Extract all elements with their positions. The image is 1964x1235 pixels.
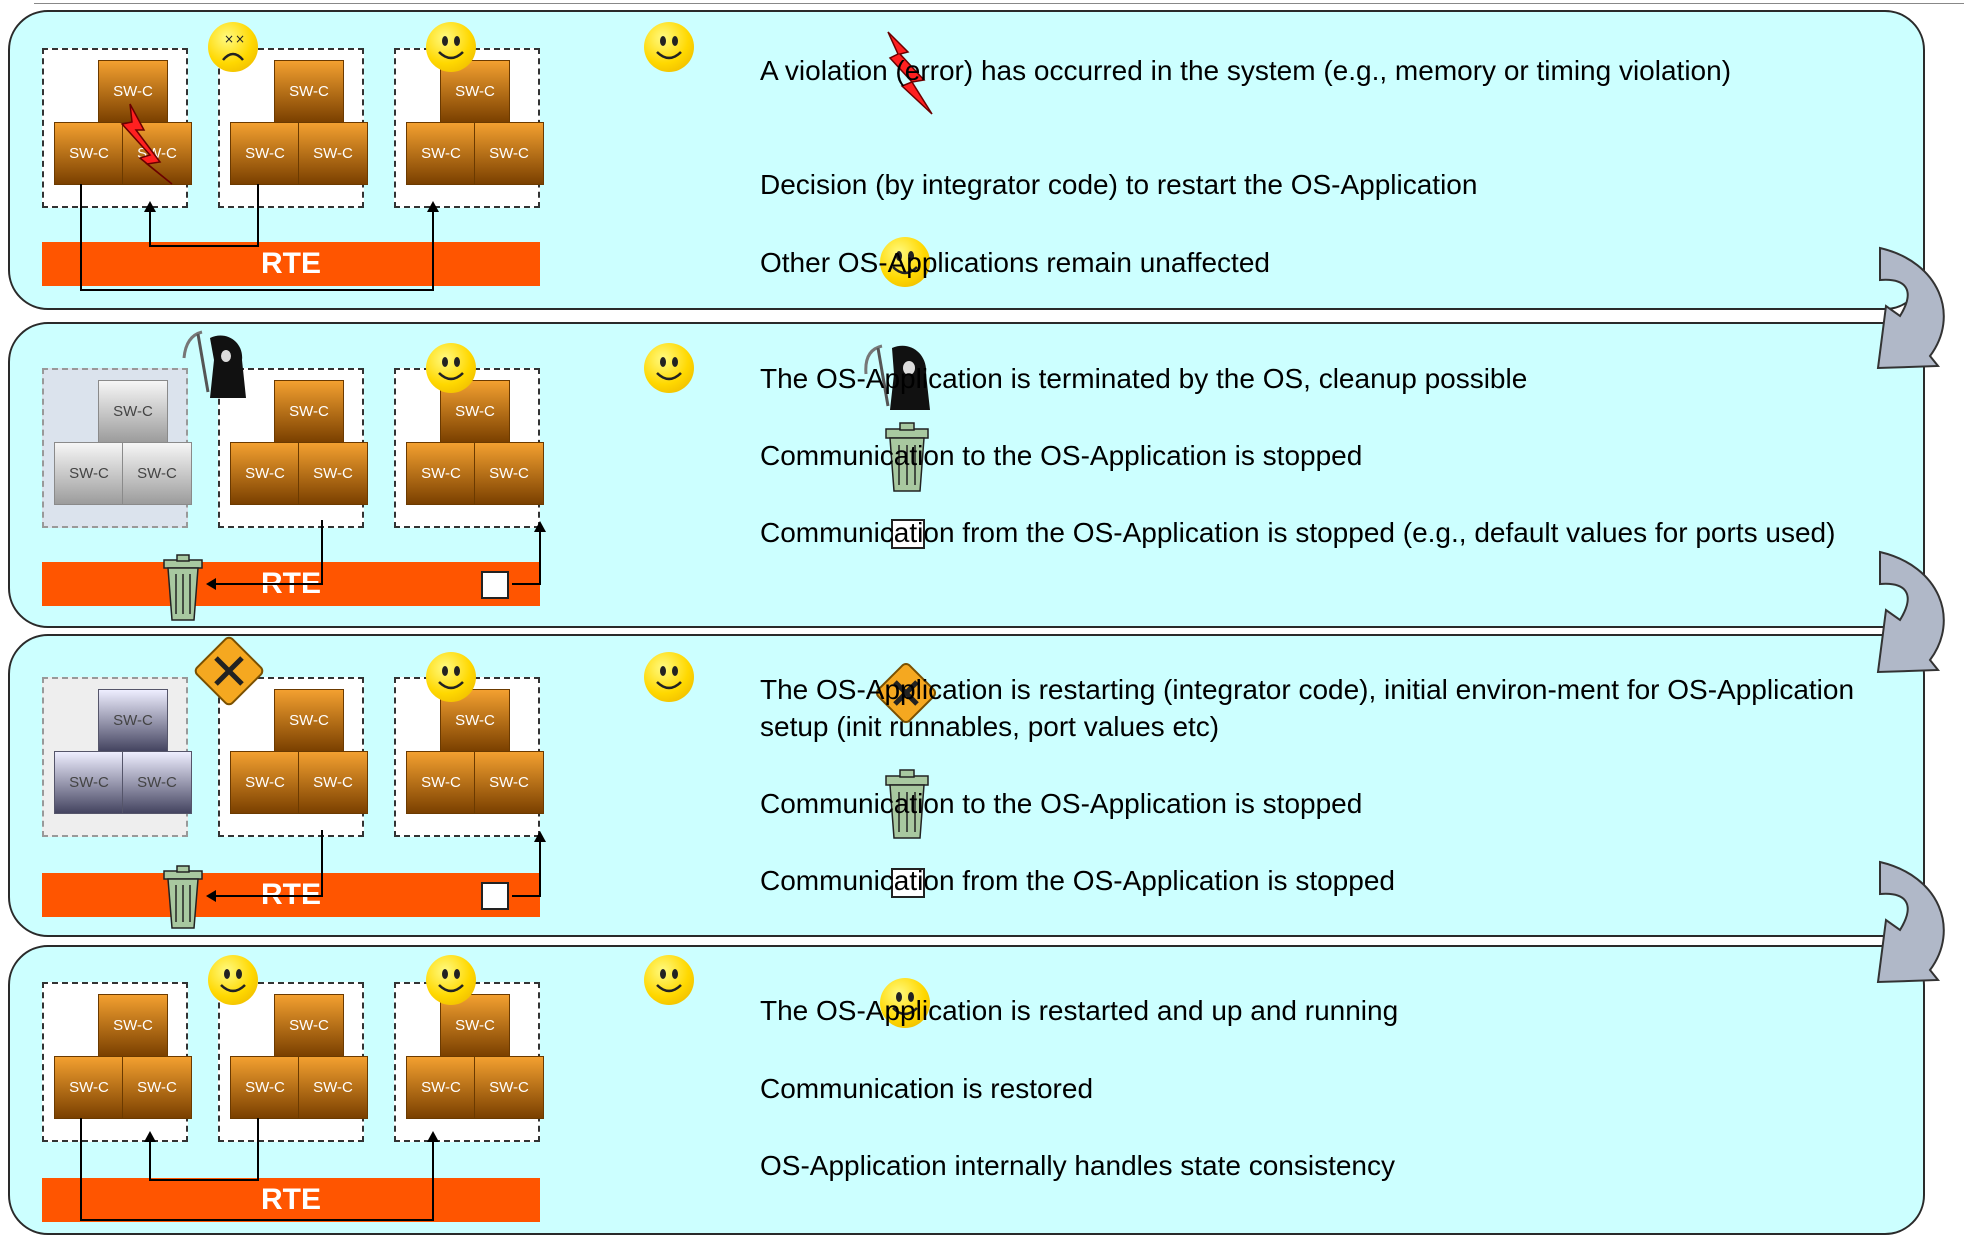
swc-block: SW-C <box>230 442 300 505</box>
smiley-icon <box>426 955 476 1005</box>
empty-box-icon <box>891 868 925 898</box>
lightning-icon <box>887 31 933 115</box>
smiley-icon <box>880 237 930 287</box>
trash-can-icon <box>885 422 929 492</box>
svg-text:×: × <box>235 32 245 46</box>
swc-block: SW-C <box>298 1056 368 1119</box>
empty-box-icon <box>891 519 925 549</box>
smiley-icon <box>644 22 694 72</box>
os-application: SW-C SW-C SW-C <box>218 677 368 837</box>
os-application: SW-C SW-C SW-C <box>218 982 368 1142</box>
swc-block: SW-C <box>98 689 168 752</box>
swc-block: SW-C <box>406 1056 476 1119</box>
swc-block: SW-C <box>298 751 368 814</box>
panel2-text-3: Communication from the OS-Application is… <box>760 517 1836 548</box>
top-rule <box>34 3 1964 4</box>
swc-block: SW-C <box>54 1056 124 1119</box>
transition-arrow-icon <box>1876 550 1945 674</box>
svg-text:×: × <box>224 32 234 46</box>
panel1-text-2: Decision (by integrator code) to restart… <box>760 169 1478 200</box>
os-application-restarting: SW-C SW-C SW-C <box>42 677 192 837</box>
default-value-box <box>481 882 509 910</box>
grim-reaper-icon <box>864 344 930 410</box>
os-application: SW-C SW-C SW-C <box>394 48 544 208</box>
panel3-text-1: The OS-Application is restarting (integr… <box>760 674 1855 742</box>
swc-block: SW-C <box>474 751 544 814</box>
swc-block: SW-C <box>298 442 368 505</box>
os-application-restored: SW-C SW-C SW-C <box>42 982 192 1142</box>
swc-block: SW-C <box>406 122 476 185</box>
swc-block: SW-C <box>98 380 168 443</box>
swc-block: SW-C <box>122 1056 192 1119</box>
os-application: SW-C SW-C SW-C <box>394 368 544 528</box>
transition-arrow-icon <box>1876 246 1945 370</box>
swc-block: SW-C <box>274 689 344 752</box>
panel4-text-1: The OS-Application is restarted and up a… <box>760 995 1399 1026</box>
dizzy-face-icon: ×× <box>208 22 258 72</box>
grim-reaper-icon <box>182 330 246 398</box>
smiley-icon <box>644 343 694 393</box>
rte-bar: RTE <box>42 1178 540 1222</box>
transition-arrow-icon <box>1876 860 1945 984</box>
swc-block: SW-C <box>474 1056 544 1119</box>
swc-block: SW-C <box>406 442 476 505</box>
default-value-box <box>481 571 509 599</box>
swc-block: SW-C <box>474 122 544 185</box>
smiley-icon <box>880 978 930 1028</box>
swc-block: SW-C <box>230 751 300 814</box>
tools-warning-icon <box>875 662 937 724</box>
os-application: SW-C SW-C SW-C <box>218 48 368 208</box>
smiley-icon <box>426 652 476 702</box>
smiley-icon <box>208 955 258 1005</box>
smiley-icon <box>644 955 694 1005</box>
panel4-text-3: OS-Application internally handles state … <box>760 1150 1396 1181</box>
smiley-icon <box>426 22 476 72</box>
trash-can-icon <box>163 865 203 929</box>
panel1-text-3: Other OS-Applications remain unaffected <box>760 247 1270 278</box>
panel2-text-2: Communication to the OS-Application is s… <box>760 440 1363 471</box>
trash-can-icon <box>885 769 929 839</box>
panel3-text-3: Communication from the OS-Application is… <box>760 865 1395 896</box>
tools-warning-icon <box>194 636 264 706</box>
panel2-text-1: The OS-Application is terminated by the … <box>760 363 1528 394</box>
smiley-icon <box>426 343 476 393</box>
swc-block: SW-C <box>54 122 124 185</box>
smiley-icon <box>644 652 694 702</box>
panel1-text-1: A violation (error) has occurred in the … <box>760 55 1732 86</box>
lightning-icon <box>120 103 173 185</box>
panel4-text-2: Communication is restored <box>760 1073 1094 1104</box>
swc-block: SW-C <box>298 122 368 185</box>
swc-block: SW-C <box>274 380 344 443</box>
rte-bar: RTE <box>42 242 540 286</box>
os-application-faulty: SW-C SW-C SW-C <box>42 48 192 208</box>
swc-block: SW-C <box>274 994 344 1057</box>
swc-block: SW-C <box>98 994 168 1057</box>
swc-block: SW-C <box>274 60 344 123</box>
swc-block: SW-C <box>122 442 192 505</box>
swc-block: SW-C <box>122 751 192 814</box>
trash-can-icon <box>163 554 203 621</box>
os-application: SW-C SW-C SW-C <box>394 677 544 837</box>
swc-block: SW-C <box>474 442 544 505</box>
os-application-terminated: SW-C SW-C SW-C <box>42 368 192 528</box>
panel3-text-2: Communication to the OS-Application is s… <box>760 788 1363 819</box>
